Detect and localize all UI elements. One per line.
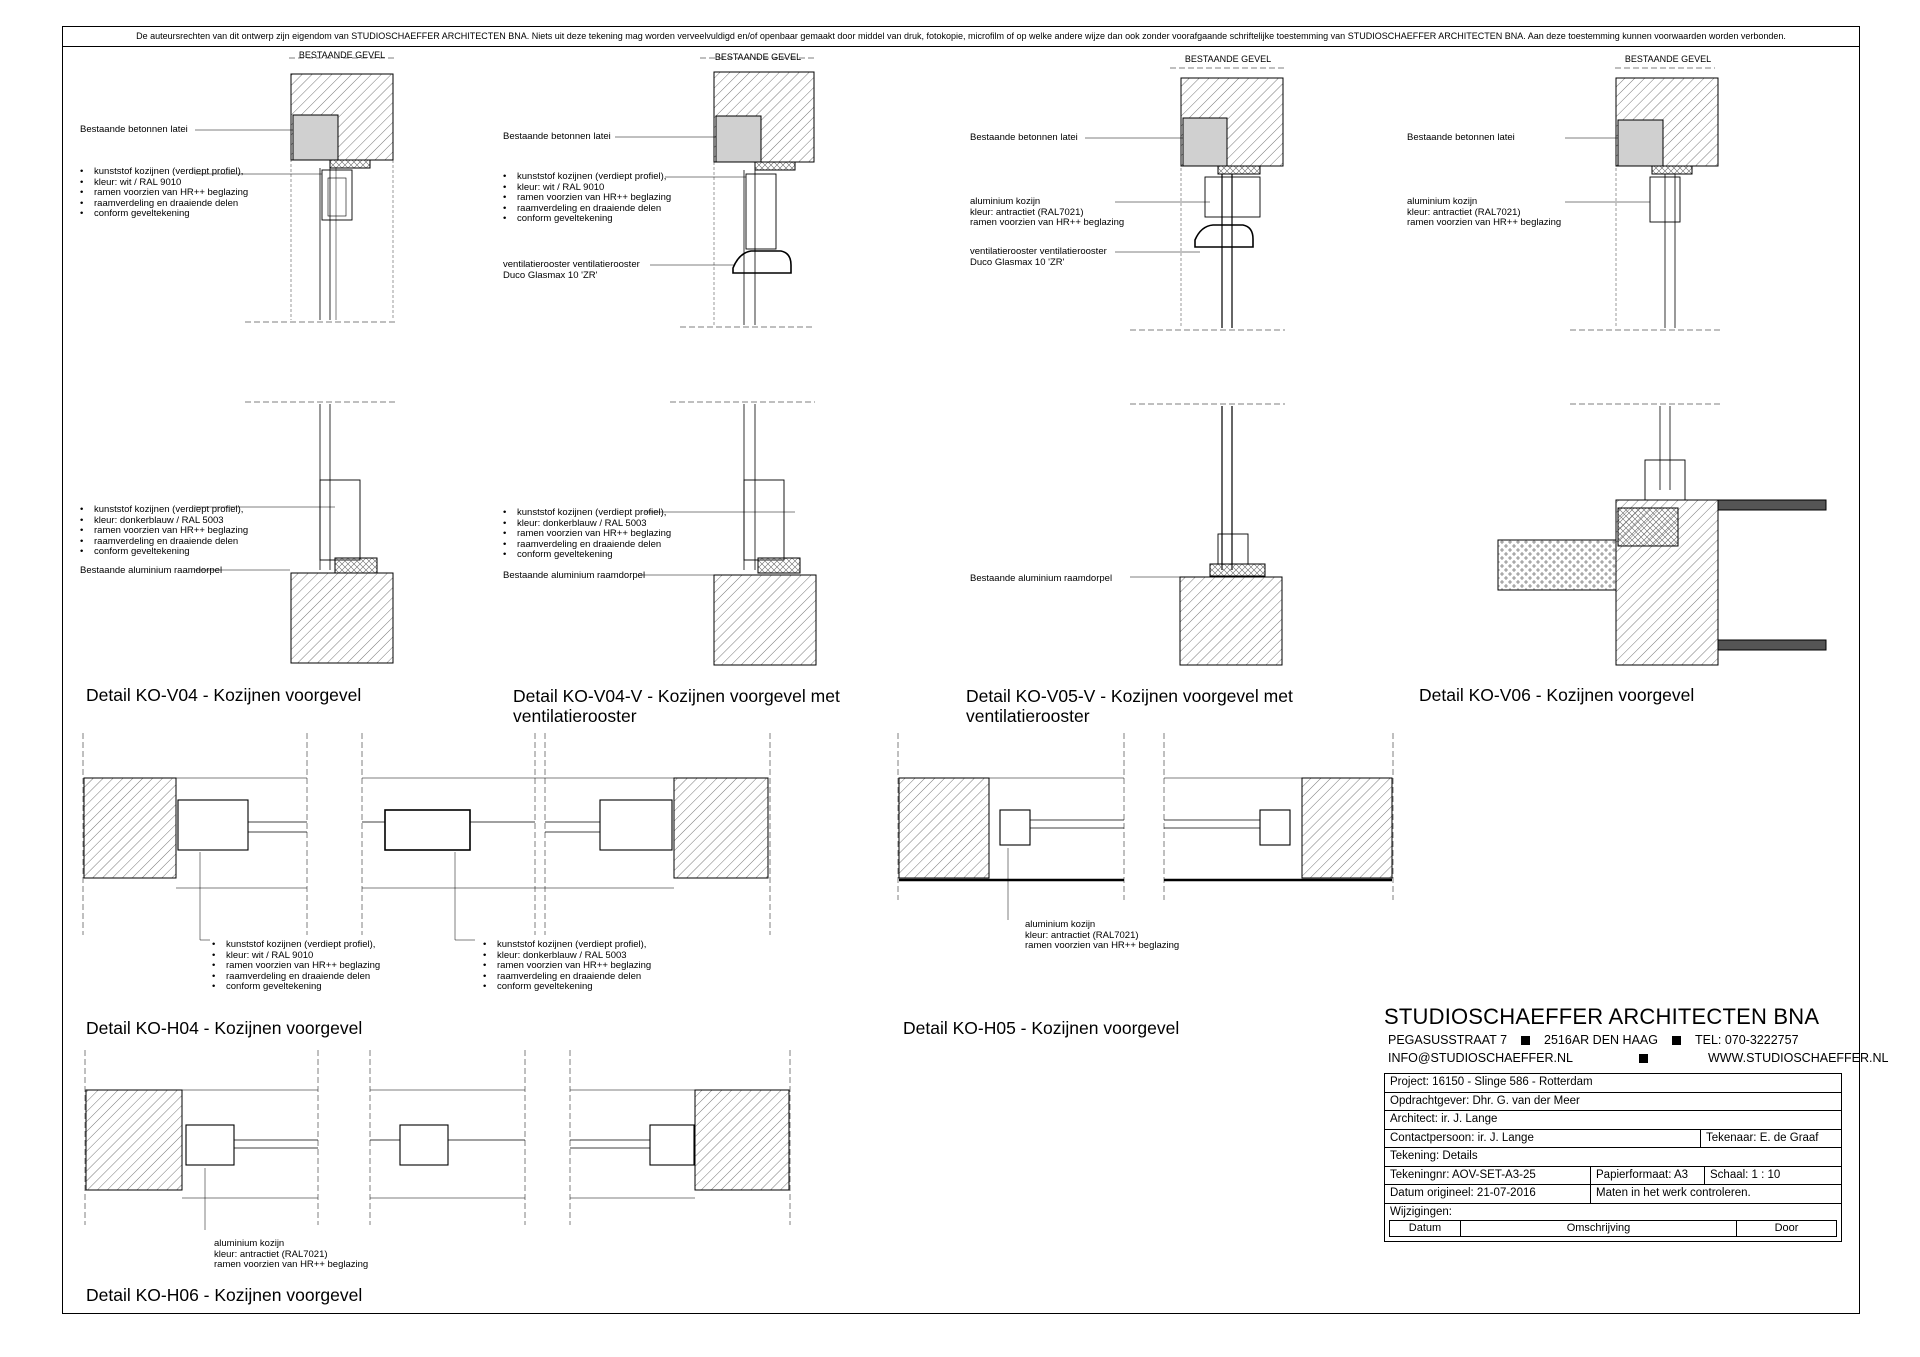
label-raamdorpel: Bestaande aluminium raamdorpel: [80, 565, 223, 576]
detail-v04-top: [195, 57, 395, 323]
square-bullet-icon: [1671, 1036, 1681, 1046]
gevel-label-v05v: BESTAANDE GEVEL: [1184, 54, 1272, 64]
label-alu: aluminium kozijn kleur: antractiet (RAL7…: [1407, 196, 1562, 228]
detail-h05: [897, 733, 1394, 920]
detail-v06-bottom: [1497, 403, 1827, 666]
tb-architect: Architect: ir. J. Lange: [1390, 1113, 1498, 1125]
detail-v05v-bottom: [1130, 403, 1285, 666]
label-kunststof-wit: kunststof kozijnen (verdiept profiel), k…: [503, 171, 671, 225]
tb-scale: Schaal: 1 : 10: [1704, 1166, 1841, 1184]
gevel-label-v06: BESTAANDE GEVEL: [1624, 54, 1712, 64]
detail-v05v-top: [1085, 67, 1285, 331]
title-ko-h06: Detail KO-H06 - Kozijnen voorgevel: [86, 1285, 363, 1305]
tb-project: Project: 16150 - Slinge 586 - Rotterdam: [1390, 1076, 1593, 1088]
label-latei: Bestaande betonnen latei: [1407, 132, 1515, 143]
detail-h04: [82, 733, 771, 941]
label-alu: aluminium kozijn kleur: antractiet (RAL7…: [970, 196, 1125, 228]
label-latei: Bestaande betonnen latei: [503, 131, 611, 142]
tb-paper: Papierformaat: A3: [1590, 1166, 1704, 1184]
square-bullet-icon: [1638, 1054, 1648, 1064]
square-bullet-icon: [1521, 1036, 1531, 1046]
label-latei: Bestaande betonnen latei: [970, 132, 1078, 143]
label-kunststof-wit: kunststof kozijnen (verdiept profiel), k…: [212, 939, 380, 993]
tb-number: Tekeningnr: AOV-SET-A3-25: [1390, 1168, 1536, 1181]
detail-h06: [84, 1050, 791, 1230]
tb-changes-header: Datum Omschrijving Door: [1389, 1219, 1837, 1237]
label-alu: aluminium kozijn kleur: antractiet (RAL7…: [214, 1238, 369, 1270]
title-block: Project: 16150 - Slinge 586 - Rotterdam …: [1384, 1073, 1842, 1242]
detail-v04v-bottom: [640, 401, 817, 666]
title-ko-h05: Detail KO-H05 - Kozijnen voorgevel: [903, 1018, 1180, 1038]
tb-drawer: Tekenaar: E. de Graaf: [1700, 1129, 1841, 1147]
detail-v04-bottom: [195, 401, 395, 664]
tb-client: Opdrachtgever: Dhr. G. van der Meer: [1390, 1094, 1580, 1107]
tb-drawing: Tekening: Details: [1390, 1150, 1478, 1162]
gevel-label-v04v: BESTAANDE GEVEL: [714, 52, 802, 62]
label-kunststof-blauw: kunststof kozijnen (verdiept profiel), k…: [80, 504, 248, 558]
detail-v04v-top: [615, 57, 815, 328]
title-ko-v06: Detail KO-V06 - Kozijnen voorgevel: [1419, 685, 1695, 705]
tb-contact: Contactpersoon: ir. J. Lange: [1390, 1131, 1534, 1144]
label-alu: aluminium kozijn kleur: antractiet (RAL7…: [1025, 919, 1180, 951]
gevel-label-v04: BESTAANDE GEVEL: [298, 50, 386, 60]
copyright-notice: De auteursrechten van dit ontwerp zijn e…: [62, 26, 1860, 47]
label-latei: Bestaande betonnen latei: [80, 124, 188, 135]
label-kunststof-blauw: kunststof kozijnen (verdiept profiel), k…: [503, 507, 671, 561]
label-kunststof-wit: kunststof kozijnen (verdiept profiel), k…: [80, 166, 248, 220]
title-ko-v04: Detail KO-V04 - Kozijnen voorgevel: [86, 685, 362, 705]
tb-date: Datum origineel: 21-07-2016: [1390, 1187, 1536, 1199]
label-ventilatierooster: ventilatierooster ventilatierooster Duco…: [503, 259, 640, 281]
tb-col-date: Datum: [1408, 1221, 1442, 1234]
label-raamdorpel: Bestaande aluminium raamdorpel: [503, 570, 646, 581]
drawing-sheet: [62, 26, 1860, 1314]
tb-note: Maten in het werk controleren.: [1590, 1185, 1841, 1203]
title-ko-v04v: Detail KO-V04-V - Kozijnen voorgevel met…: [513, 686, 840, 726]
label-kunststof-blauw: kunststof kozijnen (verdiept profiel), k…: [483, 939, 651, 993]
title-ko-v05v: Detail KO-V05-V - Kozijnen voorgevel met…: [966, 686, 1293, 726]
tb-changes: Wijzigingen:: [1390, 1205, 1452, 1218]
firm-name: STUDIOSCHAEFFER ARCHITECTEN BNA: [1384, 1004, 1820, 1029]
detail-v06-top: [1565, 67, 1720, 331]
tb-col-by: Door: [1736, 1220, 1836, 1236]
label-raamdorpel: Bestaande aluminium raamdorpel: [970, 573, 1113, 584]
title-ko-h04: Detail KO-H04 - Kozijnen voorgevel: [86, 1018, 363, 1038]
label-ventilatierooster: ventilatierooster ventilatierooster Duco…: [970, 246, 1107, 268]
tb-col-desc: Omschrijving: [1460, 1220, 1736, 1236]
